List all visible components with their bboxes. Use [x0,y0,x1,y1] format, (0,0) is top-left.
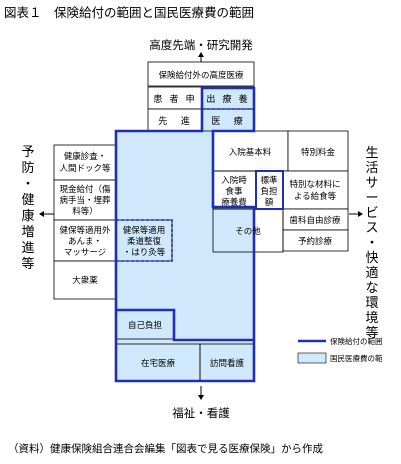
self-pay-label: 自己負担 [128,320,163,331]
self-pay-outline [116,308,254,342]
bottom-label: 福祉・看護 [172,406,230,420]
other-label: その他 [235,226,261,237]
cell-grid [53,61,349,382]
svg-text:等: 等 [21,256,34,272]
svg-text:入院時: 入院時 [221,175,247,186]
svg-text:療養費: 療養費 [221,197,247,208]
patient-request-label: 患 者 申 [153,93,196,105]
svg-text:環: 環 [365,296,378,311]
dental-label: 歯科自由診療 [289,215,341,226]
outside-advanced-label: 保険給付外の高度医療 [158,70,244,81]
svg-text:等: 等 [365,325,378,341]
svg-text:ー: ー [365,191,378,206]
svg-text:・: ・ [365,236,378,251]
svg-text:生: 生 [365,146,378,161]
admission-basic-label: 入院基本料 [229,147,272,158]
svg-text:境: 境 [365,311,378,326]
svg-text:ス: ス [365,221,378,236]
svg-text:増: 増 [21,225,34,240]
svg-text:な: な [365,281,378,296]
legend-national-label: 国民医療費の範 [330,353,383,363]
figure-title: 図表１ 保険給付の範囲と国民医療費の範囲 [4,5,254,20]
svg-text:現金給付（傷: 現金給付（傷 [59,184,111,195]
right-arrow [349,211,363,217]
svg-text:ビ: ビ [365,206,378,221]
standard-burden-outline [255,170,284,210]
svg-text:標準: 標準 [260,175,278,186]
svg-text:防: 防 [21,160,34,176]
svg-text:人間ドック等: 人間ドック等 [59,163,111,174]
otc-label: 大衆薬 [72,275,98,286]
right-side-label: 生 活 サ ー ビ ス ・ 快 適 な 環 境 等 [365,146,378,341]
svg-text:特別な材料に: 特別な材料に [289,179,340,190]
svg-text:快: 快 [365,251,378,266]
left-arrow [39,211,54,217]
svg-text:活: 活 [365,161,378,176]
cell-labels: 保険給付外の高度医療 患 者 申 出 療 養 先 進 医 療 入院基本料 特別料… [59,70,341,369]
advanced-med-label: 医 療 [211,115,245,127]
svg-text:康: 康 [21,208,34,224]
svg-text:・: ・ [21,177,34,192]
request-care-label: 出 療 養 [206,93,249,105]
svg-text:健保等適用: 健保等適用 [123,225,166,236]
legend-benefit-label: 保険給付の範囲 [330,336,383,346]
svg-text:マッサージ: マッサージ [64,248,106,258]
legend: 保険給付の範囲 国民医療費の範 [297,336,383,364]
insurance-benefit-scope-outline [114,86,256,383]
left-side-label: 予 防 ・ 健 康 増 進 等 [21,145,34,272]
source-note: （資料）健康保険組合連合会編集「図表で見る医療保険」から作成 [8,442,323,455]
top-label: 高度先端・研究開発 [149,38,253,52]
svg-text:・はり灸等: ・はり灸等 [123,247,166,258]
bottom-arrow [198,386,204,400]
visit-nursing-label: 訪問看護 [210,358,245,369]
svg-text:負担: 負担 [260,186,278,197]
reserved-label: 予約診療 [298,236,333,247]
svg-text:予: 予 [21,145,34,160]
svg-text:進: 進 [21,241,34,256]
legend-national-swatch [297,352,327,364]
svg-text:額: 額 [265,197,274,208]
judo-outline [116,219,173,262]
svg-text:よる給食等: よる給食等 [294,191,337,202]
svg-text:柔道整復: 柔道整復 [127,236,162,247]
advanced-label: 先 進 [158,115,192,127]
svg-text:健康診査・: 健康診査・ [64,151,107,162]
svg-text:健保等適用外: 健保等適用外 [59,225,111,236]
special-room-label: 特別料金 [301,147,336,158]
national-medical-expenditure-area [116,88,254,381]
svg-text:あんま・: あんま・ [68,237,102,247]
svg-text:食事: 食事 [225,186,243,197]
home-care-label: 在宅医療 [141,358,176,369]
svg-text:適: 適 [365,265,378,281]
svg-text:健: 健 [21,193,34,208]
svg-text:料等）: 料等） [72,206,98,217]
svg-text:サ: サ [365,176,378,191]
svg-text:病手当・埋葬: 病手当・埋葬 [59,195,111,206]
